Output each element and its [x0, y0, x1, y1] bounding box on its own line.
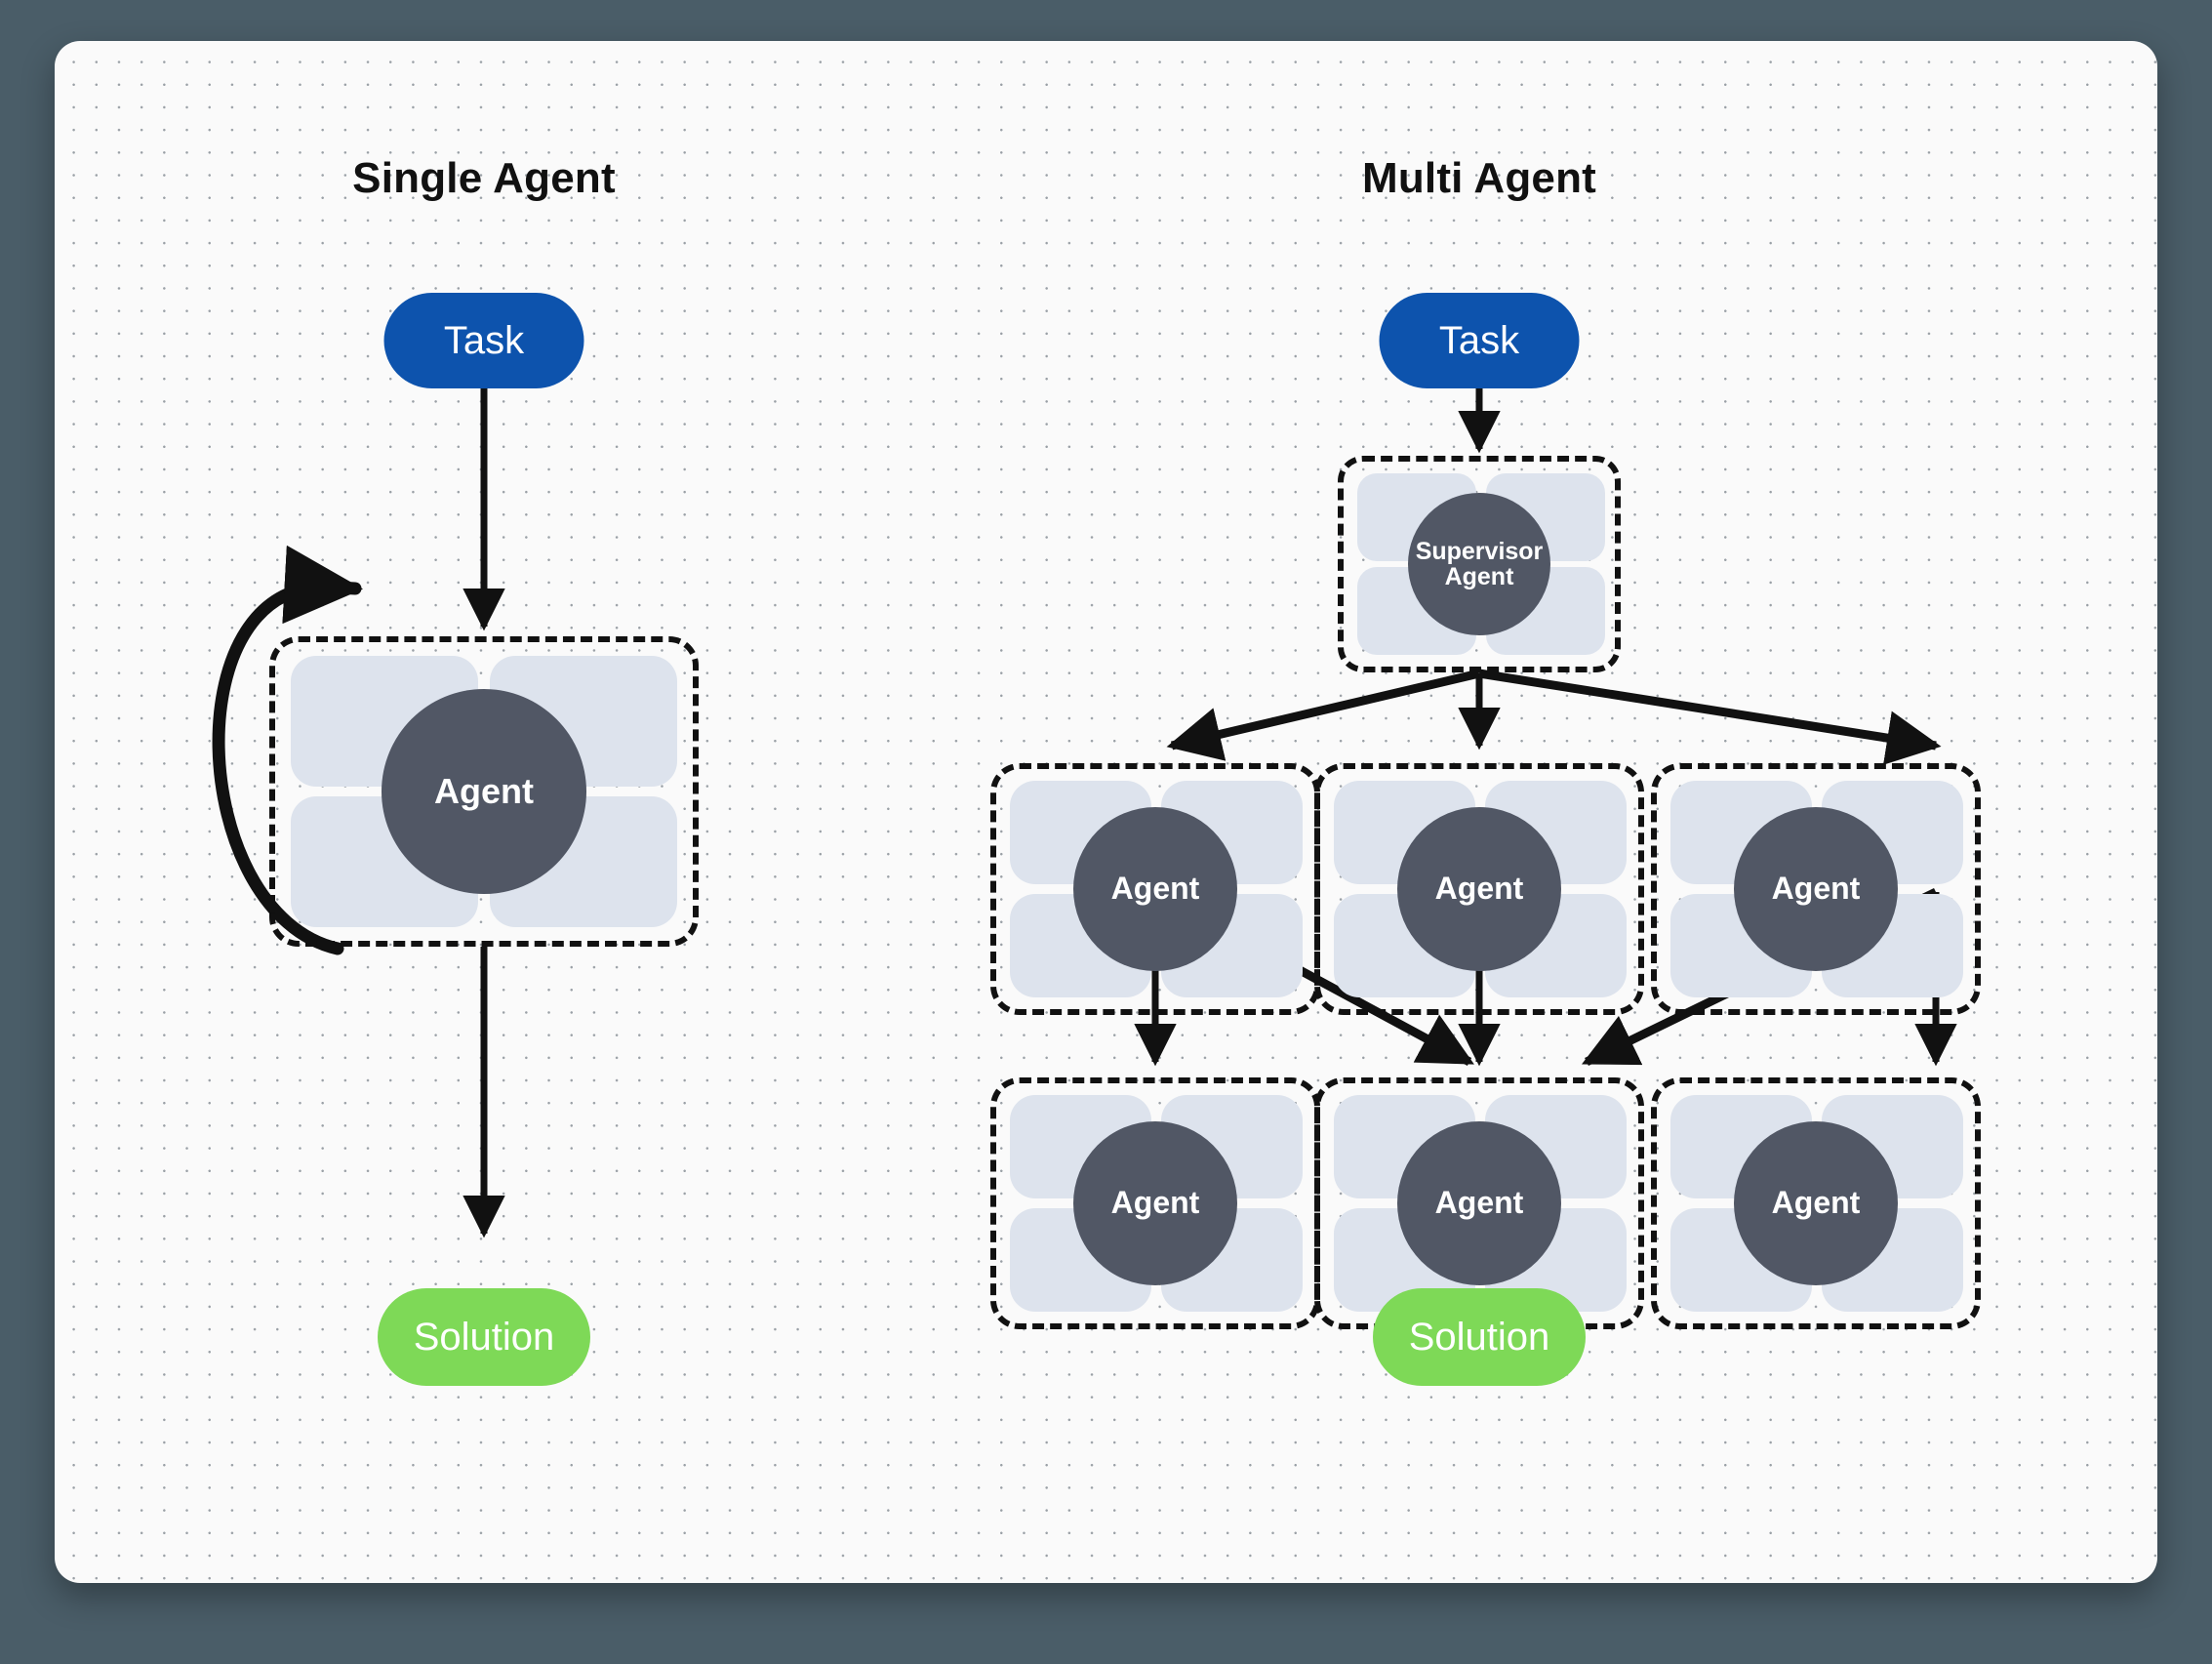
node-task-multi[interactable]: Task	[1379, 293, 1580, 388]
agent-core-label: Agent	[1110, 871, 1200, 907]
node-agent-row1-left[interactable]: Agent	[990, 763, 1320, 1015]
supervisor-agent-label-line2: Agent	[1444, 563, 1514, 590]
panel-title-single-agent: Single Agent	[352, 154, 616, 202]
diagram-canvas: Single Agent Task Agent Solution Multi A…	[55, 41, 2157, 1583]
agent-core-label: Agent	[434, 770, 534, 811]
supervisor-agent-label-line1: Supervisor	[1415, 537, 1544, 565]
agent-core: Agent	[1073, 807, 1237, 971]
agent-core-label: Agent	[1771, 1185, 1861, 1221]
supervisor-agent-core: Supervisor Agent	[1408, 493, 1550, 635]
node-agent-row2-center[interactable]: Agent	[1314, 1077, 1644, 1329]
node-supervisor-agent[interactable]: Supervisor Agent	[1338, 456, 1621, 672]
agent-core: Agent	[382, 689, 586, 894]
agent-core: Agent	[1734, 1121, 1898, 1285]
agent-core-label: Agent	[1434, 871, 1524, 907]
node-agent-row2-left[interactable]: Agent	[990, 1077, 1320, 1329]
node-agent-single[interactable]: Agent	[269, 636, 699, 947]
node-agent-row2-right[interactable]: Agent	[1651, 1077, 1981, 1329]
agent-core: Agent	[1397, 807, 1561, 971]
agent-core: Agent	[1397, 1121, 1561, 1285]
node-solution-single[interactable]: Solution	[378, 1288, 590, 1386]
node-agent-row1-right[interactable]: Agent	[1651, 763, 1981, 1015]
agent-core-label: Agent	[1771, 871, 1861, 907]
agent-core-label: Agent	[1434, 1185, 1524, 1221]
node-task-single[interactable]: Task	[383, 293, 584, 388]
connector-supervisor-to-agent-left	[1166, 669, 1481, 761]
node-agent-row1-center[interactable]: Agent	[1314, 763, 1644, 1015]
agent-core: Agent	[1073, 1121, 1237, 1285]
connector-agent-self-loop	[212, 545, 364, 955]
node-solution-single-label: Solution	[413, 1315, 555, 1359]
node-task-single-label: Task	[443, 318, 525, 362]
agent-core-label: Agent	[1110, 1185, 1200, 1221]
connector-supervisor-to-agent-right	[1478, 669, 1942, 765]
panel-title-multi-agent: Multi Agent	[1361, 154, 1597, 202]
node-solution-multi-label: Solution	[1408, 1315, 1550, 1359]
agent-core: Agent	[1734, 807, 1898, 971]
node-solution-multi[interactable]: Solution	[1373, 1288, 1586, 1386]
node-task-multi-label: Task	[1438, 318, 1520, 362]
